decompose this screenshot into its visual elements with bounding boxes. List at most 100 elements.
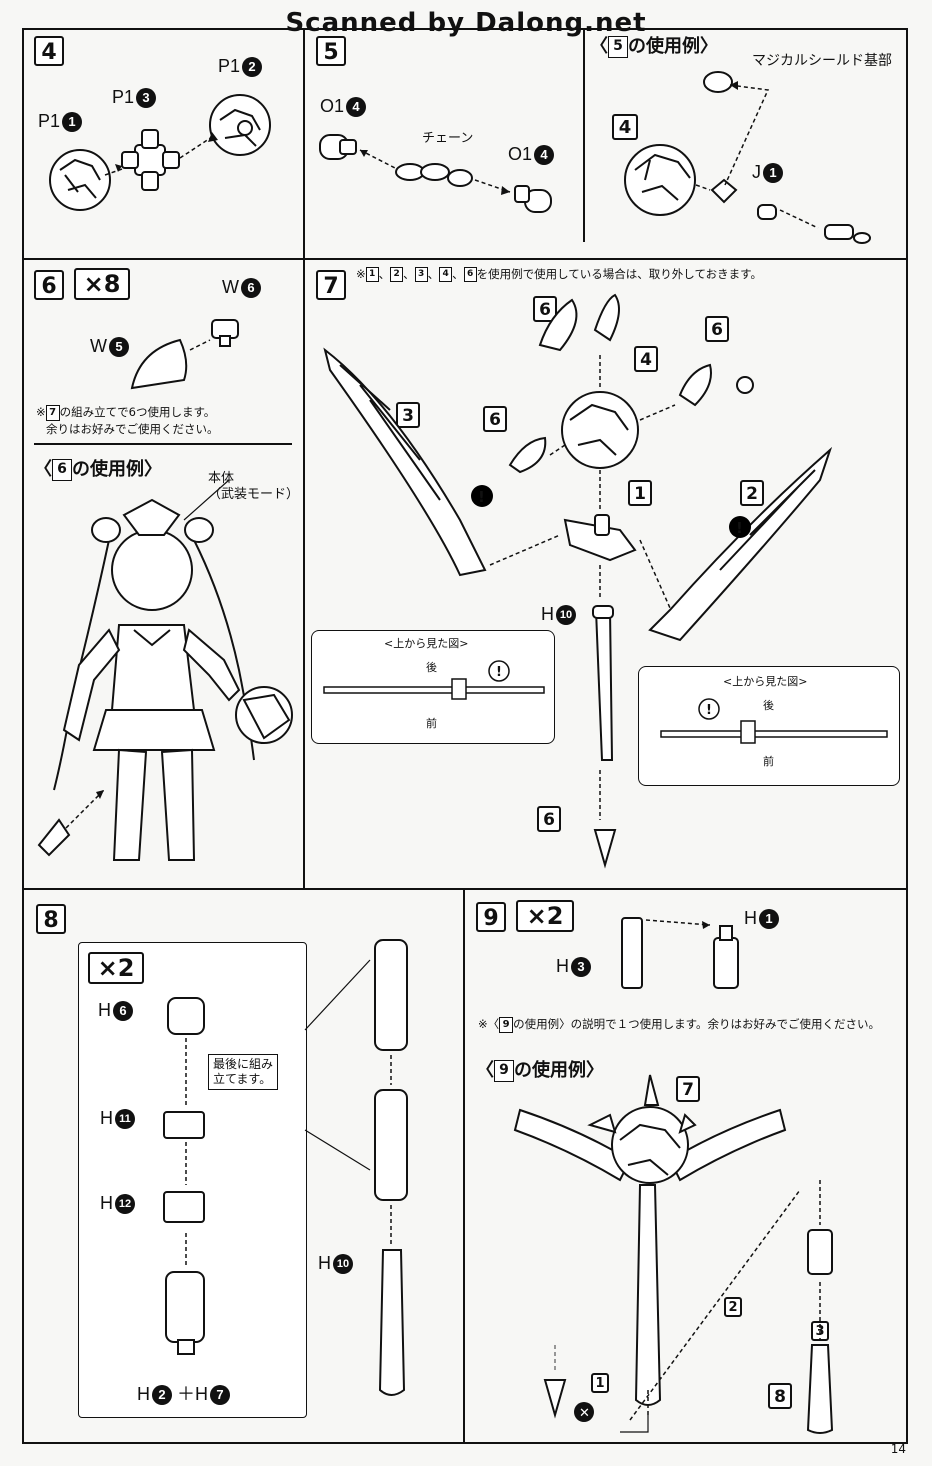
step5-chain-label: チェーン [422,130,474,145]
label-num: 4 [346,97,367,118]
top-view-left-back: 後 [426,661,437,674]
h11-part [163,1111,205,1139]
cone-top2 [593,293,620,342]
heart-right [184,517,214,543]
heading-text: の使用例〉 [72,459,162,480]
combo-num-a: 2 [152,1385,172,1406]
w5-cone [130,338,188,390]
label-num: 3 [136,88,157,109]
label-prefix: H [541,604,554,624]
upper-grip [374,939,408,1051]
label-prefix: P1 [218,56,241,76]
step8-number: 8 [36,904,66,934]
top-view-right-back: 後 [763,699,774,712]
caution-icon [698,698,720,720]
label-num: 10 [333,1254,353,1275]
spike-left [587,1113,617,1134]
step9-number: 9 [476,902,506,932]
label-num: 6 [241,278,261,299]
svg-text:!: ! [736,519,743,537]
caution-icon-left [471,485,493,507]
step4-number: 4 [34,36,64,66]
label-num: 5 [109,337,129,358]
step6-number: 6 [34,270,64,300]
head [111,529,193,611]
heading-text: の使用例〉 [514,1060,604,1081]
step6-illustration [130,319,239,390]
divider-row1 [22,258,908,260]
heading-ref: 9 [494,1060,514,1082]
shield-base-part [703,71,733,93]
label-num: 2 [242,57,263,78]
page-frame [22,28,908,1444]
top-view-right-diagram: ! [660,698,888,744]
step7-ref-4: 4 [634,346,658,372]
label-num: 1 [759,909,779,930]
label-num: 6 [113,1001,133,1022]
step9-usage-ref-2: 2 [724,1297,742,1317]
diamond-joint [710,178,738,204]
leg-right [160,748,196,861]
label-prefix: H [744,908,757,928]
staff [634,1184,662,1406]
half-sphere-left [49,149,111,211]
label-prefix: H [98,1000,111,1020]
headgear [122,498,181,536]
cone-left [508,436,547,474]
label-prefix: P1 [112,87,135,107]
note-ref-4: 4 [439,267,453,282]
label-prefix: H [556,956,569,976]
note-ref-2: 2 [390,267,404,282]
label-num: 1 [62,112,83,133]
svg-text:✕: ✕ [579,1406,590,1421]
top-view-left-title: <上から見た図> [384,637,469,650]
step8-multiplier: ×2 [88,952,144,984]
caution-icon-right [729,516,751,538]
heading-ref: 6 [52,459,72,481]
step9-usage-ref-8: 8 [768,1383,792,1409]
label-prefix: W [90,336,107,356]
step7-ref-6c: 6 [483,406,507,432]
label-prefix: H [100,1193,113,1213]
top-view-right-front: 前 [763,755,774,768]
step8-illustration [163,939,408,1396]
callout-line1: 最後に組み [213,1057,274,1071]
cone-right [678,363,712,407]
staff-bar [660,730,888,738]
step5-number: 5 [316,36,346,66]
label-prefix: O1 [508,144,533,164]
step7-number: 7 [316,270,346,300]
step9-usage-illustration: ✕ [513,1074,834,1434]
label-num: 3 [571,957,591,978]
note-text: を使用例で使用している場合は、取り外しておきます。 [476,267,762,281]
peg-right [736,376,754,394]
h2-h7-part [165,1271,205,1343]
label-num: 10 [556,605,576,626]
svg-text:!: ! [706,703,712,718]
h6-part [167,997,205,1035]
label-prefix: H [318,1253,331,1273]
page-number: 14 [890,1442,906,1456]
body-label-line2: （武装モード） [208,486,300,501]
combo-num-b: 7 [210,1385,230,1406]
step5-usage-illustration [624,71,871,244]
note-ref: 9 [499,1016,514,1033]
wing-right [648,446,833,642]
h-part-upper [807,1229,833,1275]
note-ref-3: 3 [414,267,428,282]
cone-bottom [593,829,617,869]
step5-usage-part4: 4 [612,114,638,140]
